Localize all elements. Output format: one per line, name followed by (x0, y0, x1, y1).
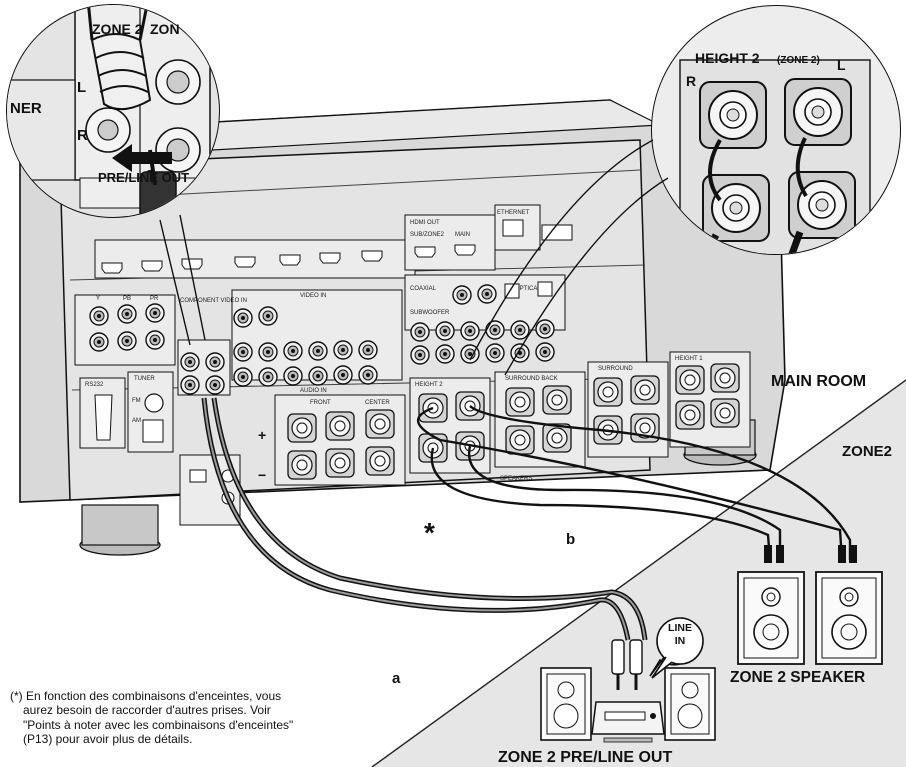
hdmi-in-row (94, 239, 416, 279)
tuner-block: TUNER FM AM (127, 371, 174, 453)
height2-panel-label: HEIGHT 2 (415, 382, 443, 388)
zoom-left-label: L (77, 79, 86, 96)
hdmi-out-block: HDMI OUT SUB/ZONE2 MAIN (404, 214, 496, 271)
svg-text:COAXIAL: COAXIAL (410, 286, 437, 292)
svg-text:TUNER: TUNER (134, 376, 155, 382)
surround-label: SURROUND (598, 366, 633, 372)
front-label: FRONT (310, 400, 331, 406)
minus-sign: − (258, 467, 266, 483)
footnote-line-4: (P13) pour avoir plus de détails. (23, 732, 193, 747)
svg-text:FM: FM (132, 398, 141, 404)
zone2-speaker-label: ZONE 2 SPEAKER (730, 669, 865, 686)
zoom-zone-cut-label: ZON (150, 21, 180, 37)
height2-terminal-zoom: HEIGHT 2 (ZONE 2) R L (651, 5, 901, 255)
center-label: CENTER (365, 400, 390, 406)
svg-text:RS232: RS232 (85, 382, 104, 388)
speakers-label: SPEAKERS (500, 476, 532, 482)
zoom-ner-label: NER (10, 100, 42, 117)
asterisk-mark: * (424, 517, 435, 548)
ethernet-port (502, 219, 524, 237)
surround-back-label: SURROUND BACK (505, 376, 558, 382)
y-label: Y (96, 296, 100, 302)
zone2-area-label: ZONE2 (842, 443, 892, 460)
height2-zoom-title: HEIGHT 2 (695, 50, 760, 66)
sub-zone2-label: SUB/ZONE2 (410, 232, 445, 238)
footnote-line-3: "Points à noter avec les combinaisons d'… (23, 717, 294, 732)
zone2-amplifier-system (540, 639, 716, 743)
rca-plug-zoom (90, 33, 152, 111)
height2-zoom-zone: (ZONE 2) (777, 55, 820, 66)
cable-b (416, 405, 857, 563)
footnote-line-1: En fonction des combinaisons d'enceintes… (26, 689, 282, 703)
hdmi-out-label: HDMI OUT (410, 220, 440, 226)
footnote-line-2: aurez besoin de raccorder d'autres prise… (23, 703, 271, 718)
ethernet-label: ETHERNET (497, 210, 530, 216)
zone2-preline-out-label: ZONE 2 PRE/LINE OUT (498, 749, 672, 766)
component-video-label: COMPONENT VIDEO IN (180, 298, 247, 304)
footnote-marker: (*) (10, 689, 23, 703)
zoom-zone2-label: ZONE 2 (92, 21, 143, 37)
pb-label: PB (123, 296, 131, 302)
ethernet-block: ETHERNET (494, 204, 573, 251)
zoom-right-label: R (77, 127, 88, 144)
height1-label: HEIGHT 1 (675, 356, 703, 362)
zone2-speaker-right (815, 571, 883, 665)
svg-text:OPTICAL: OPTICAL (515, 286, 541, 292)
pre-line-out-label: PRE/LINE OUT (98, 170, 189, 185)
cable-a (201, 397, 648, 641)
audio-in-label: AUDIO IN (300, 388, 327, 394)
speaker-terminals: FRONT CENTER + − HEIGHT 2 SURROUND BACK … (258, 351, 751, 486)
main-room-label: MAIN ROOM (771, 373, 866, 390)
zone2-speaker-left (737, 571, 805, 665)
video-in-label: VIDEO IN (300, 293, 326, 299)
cable-a-label: a (392, 670, 401, 687)
pr-label: PR (150, 296, 159, 302)
cable-b-label: b (566, 531, 575, 548)
height2-zoom-left: L (837, 57, 846, 73)
plus-sign: + (258, 427, 266, 443)
footnote: (*) En fonction des combinaisons d'encei… (10, 689, 370, 747)
zone2-preout-jacks (177, 339, 231, 396)
main-label: MAIN (455, 232, 470, 238)
insert-arrow-icon (112, 144, 172, 172)
svg-text:AM: AM (132, 418, 141, 424)
height2-zoom-right: R (686, 73, 696, 89)
rs232-port: RS232 (79, 377, 126, 449)
svg-text:SUBWOOFER: SUBWOOFER (410, 310, 450, 316)
